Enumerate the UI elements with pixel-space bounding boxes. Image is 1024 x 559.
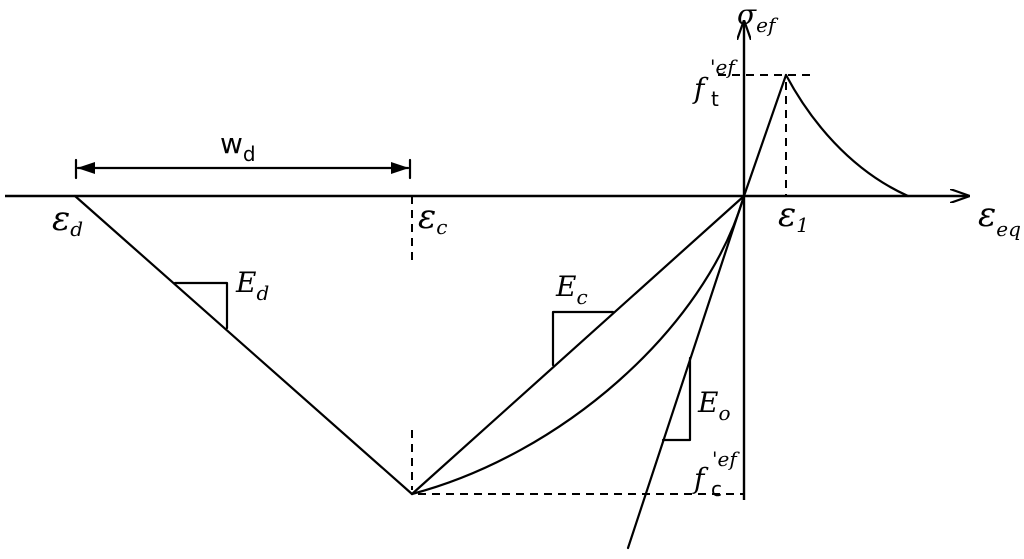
wd-label: wd: [220, 127, 256, 166]
ed-slope-triangle: [173, 281, 229, 330]
secant-line-ec: [410, 194, 746, 496]
ec-slope-triangle: [551, 310, 615, 367]
eps-1-label: ε1: [778, 195, 809, 237]
initial-tangent-eo: [626, 194, 746, 550]
ft-label-sub: t: [711, 87, 719, 111]
eo-label: Eo: [697, 386, 731, 425]
eo-slope-triangle: [661, 356, 692, 442]
ft-label-sup: 'ef: [710, 55, 738, 79]
tension-softening-curve: [784, 73, 910, 198]
ft-label-base: f: [692, 72, 709, 105]
tension-linear-branch: [742, 73, 788, 198]
fc-label-sub: c: [711, 477, 722, 501]
sigma-ef-label: σef: [737, 0, 779, 37]
eps-d-label: εd: [52, 199, 83, 241]
compression-curve: [410, 194, 746, 496]
fc-label-sup: 'ef: [712, 447, 740, 471]
unloading-line-ed: [73, 194, 414, 496]
fc-label-base: f: [692, 462, 709, 495]
ec-label: Ec: [555, 270, 588, 309]
ed-label: Ed: [235, 266, 269, 305]
eps-c-label: εc: [418, 197, 447, 239]
eps-eq-label: εeq: [978, 195, 1021, 241]
